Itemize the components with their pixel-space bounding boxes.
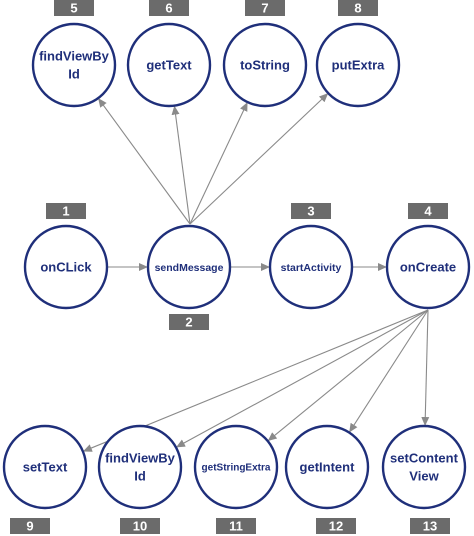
edge-n4-n13	[421, 309, 430, 427]
badge-n4: 4	[408, 203, 448, 219]
node-label: onCreate	[400, 260, 456, 275]
node-label: Id	[68, 67, 80, 82]
node-circle	[2, 424, 88, 510]
node-label: startActivity	[281, 262, 342, 274]
node-label: getText	[146, 58, 192, 73]
node-circle	[385, 224, 471, 310]
node-circle	[381, 424, 467, 510]
node-label: findViewBy	[39, 49, 110, 64]
badge-box	[46, 203, 86, 219]
badge-box	[291, 203, 331, 219]
node-n8: putExtra	[315, 22, 401, 108]
node-circle	[97, 424, 183, 510]
badge-number: 10	[133, 519, 147, 534]
badge-number: 2	[185, 315, 192, 330]
node-label: toString	[240, 58, 290, 73]
edge-n4-n12	[349, 309, 429, 433]
node-label: View	[409, 469, 439, 484]
node-label: getStringExtra	[202, 463, 271, 474]
badge-number: 12	[329, 519, 343, 534]
node-n11: getStringExtra	[193, 424, 279, 510]
badge-number: 4	[424, 204, 432, 219]
badge-number: 5	[70, 1, 77, 16]
badge-n13: 13	[410, 518, 450, 534]
node-n2: sendMessage	[146, 224, 232, 310]
badge-n1: 1	[46, 203, 86, 219]
node-n7: toString	[222, 22, 308, 108]
badge-n7: 7	[245, 0, 285, 16]
node-n3: startActivity	[268, 224, 354, 310]
node-circle	[31, 22, 117, 108]
edge-n2-n6	[171, 105, 191, 225]
nodes-layer: onCLick sendMessage startActivity onCreate f…	[2, 22, 471, 510]
edge-n4-n10	[175, 309, 429, 448]
badge-n12: 12	[316, 518, 356, 534]
edges-layer	[82, 93, 430, 452]
node-label: getIntent	[300, 460, 356, 475]
node-circle	[126, 22, 212, 108]
edge-n2-n5	[98, 98, 191, 225]
node-circle	[315, 22, 401, 108]
node-circle	[222, 22, 308, 108]
node-n1: onCLick	[23, 224, 109, 310]
badge-n9: 9	[10, 518, 50, 534]
badge-number: 9	[26, 519, 33, 534]
edge-n2-n7	[189, 102, 248, 225]
node-circle	[284, 424, 370, 510]
badge-number: 6	[165, 1, 172, 16]
node-label: sendMessage	[155, 262, 224, 274]
badge-box	[120, 518, 160, 534]
badge-n5: 5	[54, 0, 94, 16]
badge-box	[216, 518, 256, 534]
edge-n4-n11	[267, 309, 429, 442]
node-circle	[23, 224, 109, 310]
node-n9: setText	[2, 424, 88, 510]
node-n6: getText	[126, 22, 212, 108]
node-circle	[193, 424, 279, 510]
badge-n6: 6	[149, 0, 189, 16]
node-label: findViewBy	[105, 451, 176, 466]
badge-n2: 2	[169, 314, 209, 330]
badge-n3: 3	[291, 203, 331, 219]
badge-box	[169, 314, 209, 330]
badge-box	[338, 0, 378, 16]
badge-number: 1	[62, 204, 69, 219]
badge-box	[410, 518, 450, 534]
node-label: Id	[134, 469, 146, 484]
node-label: setText	[23, 460, 68, 475]
badge-box	[408, 203, 448, 219]
node-n12: getIntent	[284, 424, 370, 510]
badge-box	[245, 0, 285, 16]
badge-n11: 11	[216, 518, 256, 534]
edge-n2-n8	[189, 93, 329, 225]
node-n4: onCreate	[385, 224, 471, 310]
badge-box	[10, 518, 50, 534]
node-label: setContent	[390, 451, 459, 466]
badge-number: 11	[229, 519, 243, 534]
badge-number: 8	[354, 1, 361, 16]
badge-n8: 8	[338, 0, 378, 16]
node-circle	[268, 224, 354, 310]
badge-box	[54, 0, 94, 16]
badge-box	[316, 518, 356, 534]
node-circle	[146, 224, 232, 310]
badge-number: 7	[261, 1, 268, 16]
node-label: onCLick	[40, 260, 92, 275]
node-label: putExtra	[332, 58, 386, 73]
badge-n10: 10	[120, 518, 160, 534]
badge-number: 3	[307, 204, 314, 219]
badge-box	[149, 0, 189, 16]
badge-number: 13	[423, 519, 437, 534]
